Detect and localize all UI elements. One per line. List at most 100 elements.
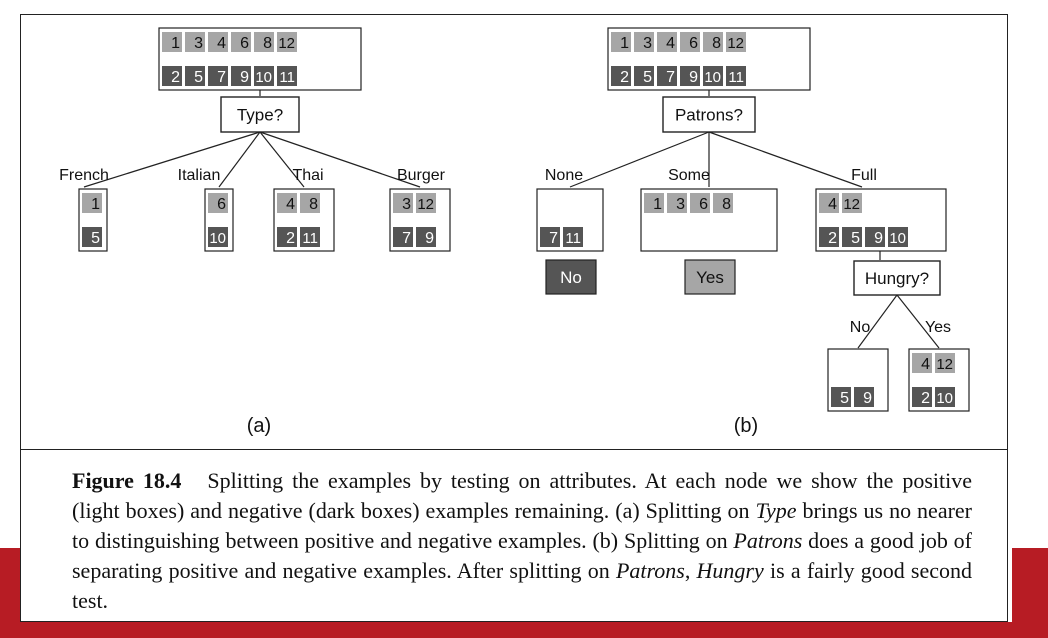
positive-example	[208, 193, 228, 213]
caption-body: Splitting the examples by testing on att…	[72, 468, 972, 613]
positive-example-number: 8	[263, 35, 272, 52]
negative-example-number: 2	[171, 69, 180, 86]
positive-example	[393, 193, 413, 213]
leaf-decision-box	[545, 259, 597, 295]
positive-example	[208, 32, 228, 52]
positive-example	[819, 193, 839, 213]
panel-label: (a)	[247, 415, 271, 437]
caption-part: Splitting the examples by testing on att…	[72, 468, 972, 523]
positive-example	[842, 193, 862, 213]
negative-example	[703, 66, 723, 86]
attribute-test-label: Type?	[237, 106, 283, 125]
attribute-test-box	[662, 96, 756, 133]
positive-example	[713, 193, 733, 213]
edge-line	[569, 131, 710, 188]
caption-part: ,	[684, 558, 697, 583]
red-band-left	[0, 548, 20, 638]
negative-example-number: 11	[302, 230, 318, 247]
negative-example-number: 5	[194, 69, 203, 86]
negative-example	[888, 227, 908, 247]
branch-label: Full	[851, 167, 877, 184]
negative-example	[842, 227, 862, 247]
negative-example	[540, 227, 560, 247]
branch-label: Thai	[292, 167, 323, 184]
positive-example-number: 4	[921, 356, 930, 373]
negative-example	[277, 66, 297, 86]
negative-example-number: 11	[728, 69, 744, 86]
positive-example	[912, 353, 932, 373]
negative-example-number: 11	[279, 69, 295, 86]
edge-line	[259, 131, 421, 188]
branch-label: Italian	[178, 167, 221, 184]
negative-example	[300, 227, 320, 247]
caption-part: is a fairly good second test.	[72, 558, 973, 613]
attribute-test-label: Patrons?	[675, 106, 743, 125]
caption-part: brings us no nearer to distinguishing be…	[72, 498, 973, 553]
caption-part: does a good job of separating positive a…	[72, 528, 972, 583]
negative-example-number: 2	[286, 230, 295, 247]
positive-example	[667, 193, 687, 213]
positive-example-number: 8	[712, 35, 721, 52]
positive-example-number: 12	[278, 35, 295, 52]
positive-example-number: 3	[676, 196, 685, 213]
negative-example	[912, 387, 932, 407]
positive-example-number: 12	[843, 196, 860, 213]
negative-example	[634, 66, 654, 86]
positive-example-number: 3	[194, 35, 203, 52]
positive-example	[231, 32, 251, 52]
negative-example-number: 9	[425, 230, 434, 247]
positive-example	[162, 32, 182, 52]
negative-example	[657, 66, 677, 86]
positive-example	[277, 193, 297, 213]
positive-example-number: 4	[217, 35, 226, 52]
negative-example	[185, 66, 205, 86]
caption-part: Hungry	[696, 558, 764, 583]
edge-line	[218, 131, 261, 188]
edge-line	[896, 294, 940, 349]
negative-example-number: 10	[936, 390, 953, 407]
panel-label: (b)	[734, 415, 758, 437]
branch-label: Some	[668, 167, 710, 184]
positive-example	[726, 32, 746, 52]
positive-example	[185, 32, 205, 52]
positive-example	[657, 32, 677, 52]
negative-example-number: 10	[889, 230, 906, 247]
positive-example	[680, 32, 700, 52]
positive-example-number: 8	[309, 196, 318, 213]
branch-label: Burger	[397, 167, 446, 184]
negative-example-number: 2	[620, 69, 629, 86]
positive-example-number: 12	[936, 356, 953, 373]
positive-example-number: 8	[722, 196, 731, 213]
positive-example-number: 4	[286, 196, 295, 213]
branch-label: None	[545, 167, 583, 184]
negative-example-number: 9	[689, 69, 698, 86]
edge-line	[857, 294, 898, 349]
positive-example-number: 6	[689, 35, 698, 52]
figure-label: Figure 18.4	[72, 468, 182, 493]
negative-example	[254, 66, 274, 86]
edge-line	[83, 131, 261, 188]
negative-example-number: 9	[874, 230, 883, 247]
negative-example-number: 7	[549, 230, 558, 247]
negative-example	[726, 66, 746, 86]
negative-example-number: 10	[255, 69, 272, 86]
figure-frame	[20, 14, 1008, 622]
negative-example	[82, 227, 102, 247]
negative-example-number: 7	[402, 230, 411, 247]
positive-example-number: 3	[643, 35, 652, 52]
negative-example	[819, 227, 839, 247]
negative-example-number: 10	[209, 230, 226, 247]
positive-example-number: 4	[828, 196, 837, 213]
positive-example-number: 1	[653, 196, 662, 213]
edge-line	[259, 131, 305, 188]
branch-label: No	[850, 319, 871, 336]
positive-example	[690, 193, 710, 213]
attribute-test-box	[853, 260, 941, 296]
negative-example-number: 5	[91, 230, 100, 247]
caption-part: Patrons	[733, 528, 803, 553]
negative-example	[277, 227, 297, 247]
positive-example	[300, 193, 320, 213]
negative-example	[231, 66, 251, 86]
leaf-decision-label: Yes	[696, 268, 724, 287]
